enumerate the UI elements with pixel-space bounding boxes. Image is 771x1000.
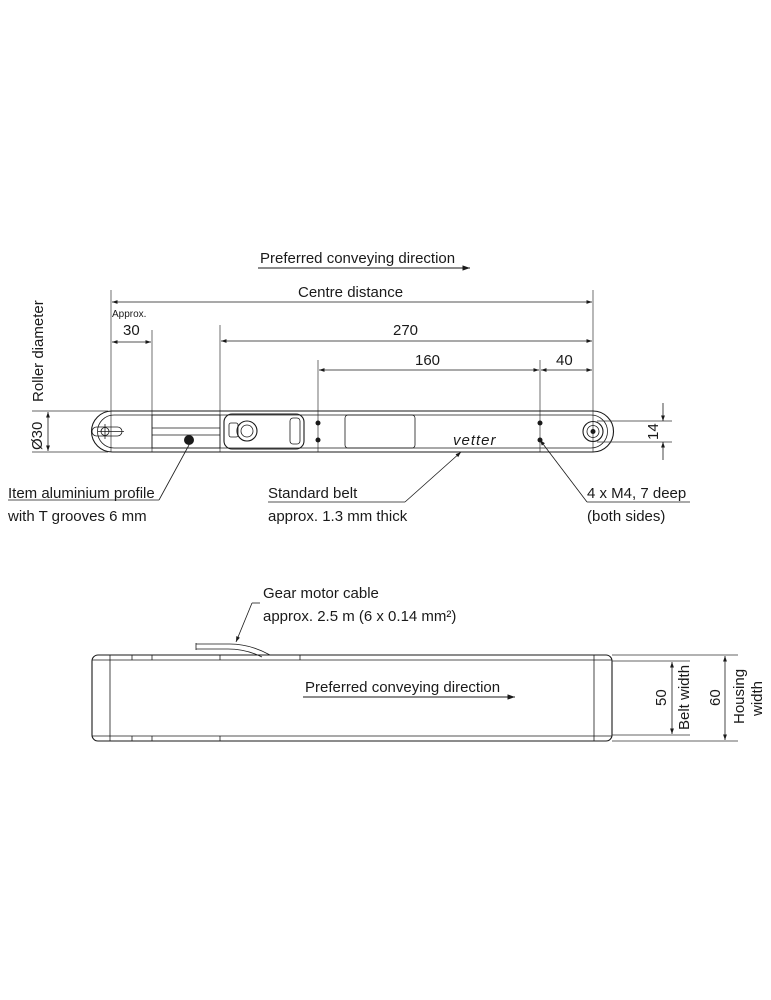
housing-width-label-line1: Housing bbox=[731, 669, 748, 724]
dim-270-value: 270 bbox=[393, 322, 418, 339]
profile-label-line1: Item aluminium profile bbox=[8, 485, 155, 502]
side-view: Gear motor cable approx. 2.5 m (6 x 0.14… bbox=[91, 585, 766, 742]
belt-width-value: 50 bbox=[653, 689, 670, 706]
housing-width-label-line2: width bbox=[749, 681, 766, 717]
belt-label-line1: Standard belt bbox=[268, 485, 358, 502]
conveyor-housing-outline bbox=[90, 410, 615, 453]
centre-cover-plate bbox=[344, 414, 416, 449]
cable-label-line2: approx. 2.5 m (6 x 0.14 mm²) bbox=[263, 608, 456, 625]
gear-motor-cover bbox=[223, 413, 305, 450]
holes-label-line1: 4 x M4, 7 deep bbox=[587, 485, 686, 502]
side-profile-ticks bbox=[131, 655, 301, 741]
holes-label-line2: (both sides) bbox=[587, 508, 665, 525]
top-view: Preferred conveying direction Centre dis… bbox=[7, 250, 690, 525]
idler-roller bbox=[91, 424, 124, 439]
housing-width-value: 60 bbox=[707, 689, 724, 706]
dim-14-value: 14 bbox=[645, 423, 662, 440]
profile-slot bbox=[151, 414, 221, 449]
mounting-holes bbox=[315, 420, 543, 443]
profile-label-line2: with T grooves 6 mm bbox=[7, 508, 147, 525]
drive-roller bbox=[582, 420, 604, 443]
centre-distance-label: Centre distance bbox=[298, 284, 403, 301]
vetter-logo: vetter bbox=[453, 432, 497, 449]
dim-40-value: 40 bbox=[556, 352, 573, 369]
cable-label-line1: Gear motor cable bbox=[263, 585, 379, 602]
approx-label: Approx. bbox=[112, 309, 146, 320]
profile-leader-line bbox=[158, 444, 190, 501]
roller-diameter-label: Roller diameter bbox=[30, 300, 47, 402]
cable-leader-line bbox=[235, 602, 253, 643]
dim-160-value: 160 bbox=[415, 352, 440, 369]
top-direction-label: Preferred conveying direction bbox=[260, 250, 455, 267]
conveyor-inner-outline bbox=[97, 414, 608, 449]
belt-leader-line bbox=[404, 451, 462, 503]
belt-width-label: Belt width bbox=[676, 665, 693, 730]
side-direction-label: Preferred conveying direction bbox=[305, 679, 500, 696]
profile-marker-dot bbox=[184, 435, 194, 445]
holes-leader-line bbox=[539, 439, 588, 503]
side-housing-outline bbox=[91, 654, 613, 742]
dim-30-value: 30 bbox=[123, 322, 140, 339]
roller-diameter-value: Ø30 bbox=[29, 422, 46, 450]
belt-label-line2: approx. 1.3 mm thick bbox=[268, 508, 408, 525]
